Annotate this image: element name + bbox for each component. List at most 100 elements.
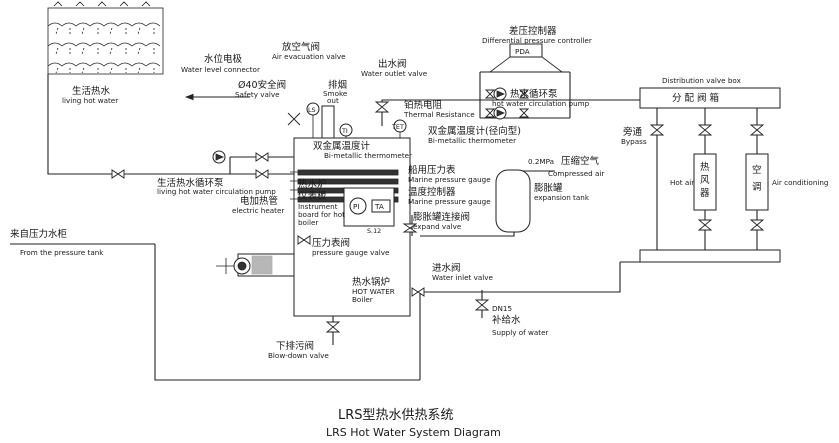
hot-air-cn3: 器 — [700, 188, 710, 199]
model-text: S.12 — [367, 227, 381, 235]
distribution-box — [639, 87, 781, 109]
air-evac-label-en: Air evacuation valve — [272, 52, 346, 61]
diff-pressure-label-en: Differential pressure controller — [482, 36, 592, 45]
boiler-body — [293, 137, 411, 317]
ta-controller — [371, 199, 391, 213]
bypass-label: 旁通 — [623, 126, 643, 138]
temp-controller-label: 温度控制器 — [408, 186, 456, 198]
pda-box — [509, 43, 543, 58]
bimetal-label: 双金属温度计 — [313, 140, 371, 152]
shower-frame — [47, 7, 164, 75]
gauge-valve-label: 压力表阀 — [312, 237, 350, 249]
circ-pump-label: 热水循环泵 — [510, 88, 558, 100]
air-evac-label: 放空气阀 — [282, 41, 320, 53]
thermal-res-label-en: Thermal Resistance — [403, 110, 475, 119]
piping — [10, 71, 775, 381]
air-cond-cn1: 空 — [752, 164, 762, 176]
inlet-valve — [411, 287, 425, 297]
shower-heads — [47, 1, 164, 75]
distribution-return — [639, 249, 781, 263]
hot-water-boiler-en1: HOT WATER — [352, 287, 395, 296]
bimetal-label-en: Bi-metallic thermometer — [324, 151, 412, 160]
expansion-tank — [495, 169, 531, 233]
pda-text: PDA — [515, 47, 530, 56]
pi-text: PI — [353, 202, 359, 211]
smoke-label-en2: out — [327, 96, 339, 105]
blowdown-valve — [325, 321, 341, 333]
supply-dn: DN15 — [492, 304, 512, 313]
boiler-panel-en3: boiler — [298, 218, 318, 227]
bimetal-radial-label: 双金属温度计(径向型) — [428, 125, 521, 137]
diff-pressure-label: 差压控制器 — [509, 25, 557, 37]
circ-pump-label-en: hot water circulation pump — [492, 99, 590, 108]
compressed-air-label: 压缩空气 — [561, 155, 600, 167]
boiler-panel-cn2: 仪表板 — [298, 190, 327, 202]
diagram-title-en: LRS Hot Water System Diagram — [326, 426, 501, 439]
hot-air-unit — [693, 153, 717, 211]
bypass-label-en: Bypass — [621, 137, 647, 146]
marine-gauge-label-en: Marine pressure gauge — [408, 175, 491, 184]
inlet-label-en: Water inlet valve — [432, 273, 494, 282]
gauge-valve-label-en: pressure gauge valve — [312, 248, 390, 257]
boiler-panel-en2: board for hot — [298, 210, 345, 219]
bypass-valve — [649, 124, 665, 136]
expand-valve — [402, 223, 418, 233]
pi-gauge — [349, 197, 367, 215]
compressed-air-label-en: Compressed air — [548, 169, 604, 178]
supply-label-en: Supply of water — [492, 328, 549, 337]
boiler-panel-en1: Instrument — [298, 202, 338, 211]
outlet-label-en: Water outlet valve — [361, 69, 428, 78]
expansion-tank-label-en: expansion tank — [534, 193, 590, 202]
boiler-panel-cn1: 热水炉 — [298, 178, 327, 190]
hot-air-cn2: 风 — [700, 175, 710, 186]
ls-text: LS — [308, 106, 316, 114]
ta-text: TA — [374, 202, 384, 211]
electric-heater-label: 电加热管 — [240, 195, 278, 207]
tet-text: TET — [391, 123, 404, 131]
pressure-tank-label: 来自压力水柜 — [10, 228, 68, 240]
supply-valve — [474, 299, 490, 311]
living-circ-pump-label: 生活热水循环泵 — [157, 177, 224, 189]
expand-valve-label: 膨胀罐连接阀 — [413, 211, 470, 223]
ti-text: TI — [341, 127, 348, 135]
air-cond-unit — [745, 153, 769, 211]
supply-label: 补给水 — [492, 314, 521, 326]
living-valve-1 — [111, 169, 125, 179]
gauge-valve — [297, 235, 311, 245]
hot-water-boiler-label: 热水锅炉 — [352, 276, 390, 288]
pumps — [212, 87, 530, 164]
pressure-tank-label-en: From the pressure tank — [20, 248, 104, 257]
blowdown-label: 下排污阀 — [276, 340, 314, 352]
marine-gauge-label: 船用压力表 — [408, 164, 456, 176]
living-circ-pump-label-en: living hot water circulation pump — [157, 187, 276, 196]
bimetal-radial-label-en: Bi-metallic thermometer — [428, 136, 516, 145]
safety-valve-label: Ø40安全阀 — [238, 79, 286, 91]
water-level-label: 水位电极 — [204, 53, 243, 65]
circ-valve-1 — [255, 152, 269, 162]
living-hot-water-label-en: living hot water — [62, 96, 118, 105]
smoke-stack — [321, 105, 335, 139]
inlet-label: 进水阀 — [432, 262, 461, 274]
electric-heater-label-en: electric heater — [232, 206, 284, 215]
living-hot-water-label: 生活热水 — [72, 85, 111, 97]
safety-valve-label-en: Safety valve — [235, 90, 280, 99]
expand-valve-label-en: expand valve — [413, 222, 462, 231]
circ-valve-2 — [255, 169, 269, 179]
valves — [111, 101, 765, 333]
dist-box-label: 分 配 阀 箱 — [672, 92, 719, 104]
air-cond-en: Air conditioning — [772, 178, 829, 187]
burner — [216, 253, 295, 277]
outlet-valve — [374, 101, 390, 113]
hot-air-cn1: 热 — [700, 161, 710, 173]
blowdown-label-en: Blow-down valve — [268, 351, 329, 360]
water-level-label-en: Water level connector — [181, 65, 260, 74]
outlet-label: 出水阀 — [378, 58, 407, 70]
compressed-air-value: 0.2MPa — [528, 157, 554, 166]
hot-water-boiler-en2: Boiler — [352, 295, 373, 304]
diagram-title-cn: LRS型热水供热系统 — [338, 408, 454, 423]
hot-air-en: Hot air — [670, 178, 694, 187]
smoke-label: 排烟 — [328, 79, 347, 91]
temp-controller-label-en: Marine pressure gauge — [408, 197, 491, 206]
expansion-tank-label: 膨胀罐 — [534, 182, 563, 194]
